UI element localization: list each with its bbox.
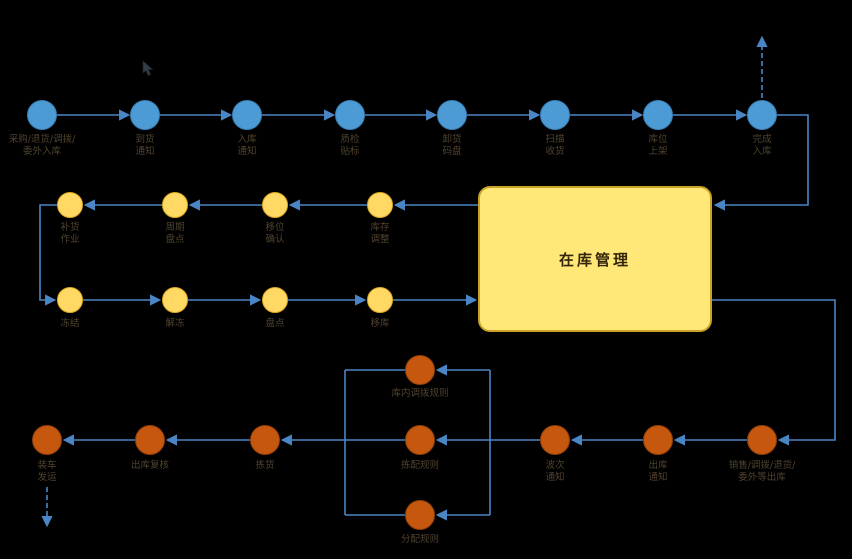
- storage-node[interactable]: [57, 192, 83, 218]
- storage-node[interactable]: [57, 287, 83, 313]
- storage-node-label: 盘点: [265, 318, 285, 329]
- storage-management-box[interactable]: 在库管理: [478, 186, 712, 332]
- inbound-node-label: 到货 通知: [135, 134, 155, 157]
- inbound-node-label: 库位 上架: [648, 134, 668, 157]
- storage-node[interactable]: [367, 192, 393, 218]
- outbound-node[interactable]: [250, 425, 280, 455]
- inbound-node[interactable]: [437, 100, 467, 130]
- outbound-node-label: 波次 通知: [545, 460, 565, 483]
- inbound-node-label: 入库 通知: [237, 134, 257, 157]
- rule-node[interactable]: [405, 425, 435, 455]
- storage-node-label: 移位 确认: [265, 222, 285, 245]
- inbound-node[interactable]: [27, 100, 57, 130]
- storage-upper-connectors: [39, 199, 478, 306]
- outbound-node-label: 销售/调拨/退货/ 委外等出库: [728, 460, 796, 483]
- inbound-connectors: [57, 35, 809, 211]
- storage-node[interactable]: [162, 192, 188, 218]
- rule-node[interactable]: [405, 355, 435, 385]
- outbound-connectors: [41, 299, 836, 528]
- storage-node-label: 补货 作业: [60, 222, 80, 245]
- inbound-node[interactable]: [643, 100, 673, 130]
- storage-node-label: 库存 调整: [370, 222, 390, 245]
- outbound-node[interactable]: [540, 425, 570, 455]
- inbound-node[interactable]: [232, 100, 262, 130]
- storage-node[interactable]: [262, 192, 288, 218]
- storage-node[interactable]: [262, 287, 288, 313]
- storage-node-label: 解冻: [165, 318, 185, 329]
- outbound-node-label: 拣货: [255, 460, 275, 471]
- inbound-node[interactable]: [130, 100, 160, 130]
- outbound-node[interactable]: [135, 425, 165, 455]
- outbound-node[interactable]: [747, 425, 777, 455]
- storage-management-title: 在库管理: [558, 250, 631, 269]
- inbound-node-label: 采购/退货/调拨/ 委外入库: [8, 134, 76, 157]
- inbound-node-label: 质检 贴标: [340, 134, 360, 157]
- storage-node[interactable]: [162, 287, 188, 313]
- inbound-node-label: 扫描 收货: [545, 134, 565, 157]
- inbound-node-label: 卸货 码盘: [442, 134, 462, 157]
- outbound-node[interactable]: [643, 425, 673, 455]
- rule-node[interactable]: [405, 500, 435, 530]
- storage-node-label: 移库: [370, 318, 390, 329]
- storage-node-label: 周期 盘点: [165, 222, 185, 245]
- outbound-node-label: 出库复核: [130, 460, 169, 471]
- rule-node-label: 分配规则: [400, 534, 439, 545]
- mouse-cursor: [142, 60, 154, 77]
- rule-node-label: 拣配规则: [400, 460, 439, 471]
- storage-node-label: 冻结: [60, 318, 80, 329]
- inbound-node[interactable]: [747, 100, 777, 130]
- inbound-node-label: 完成 入库: [752, 134, 772, 157]
- inbound-node[interactable]: [540, 100, 570, 130]
- outbound-node-label: 出库 通知: [648, 460, 668, 483]
- rule-node-label: 库内调拨规则: [391, 388, 449, 399]
- inbound-node[interactable]: [335, 100, 365, 130]
- storage-node[interactable]: [367, 287, 393, 313]
- outbound-node[interactable]: [32, 425, 62, 455]
- outbound-node-label: 装车 发运: [37, 460, 57, 483]
